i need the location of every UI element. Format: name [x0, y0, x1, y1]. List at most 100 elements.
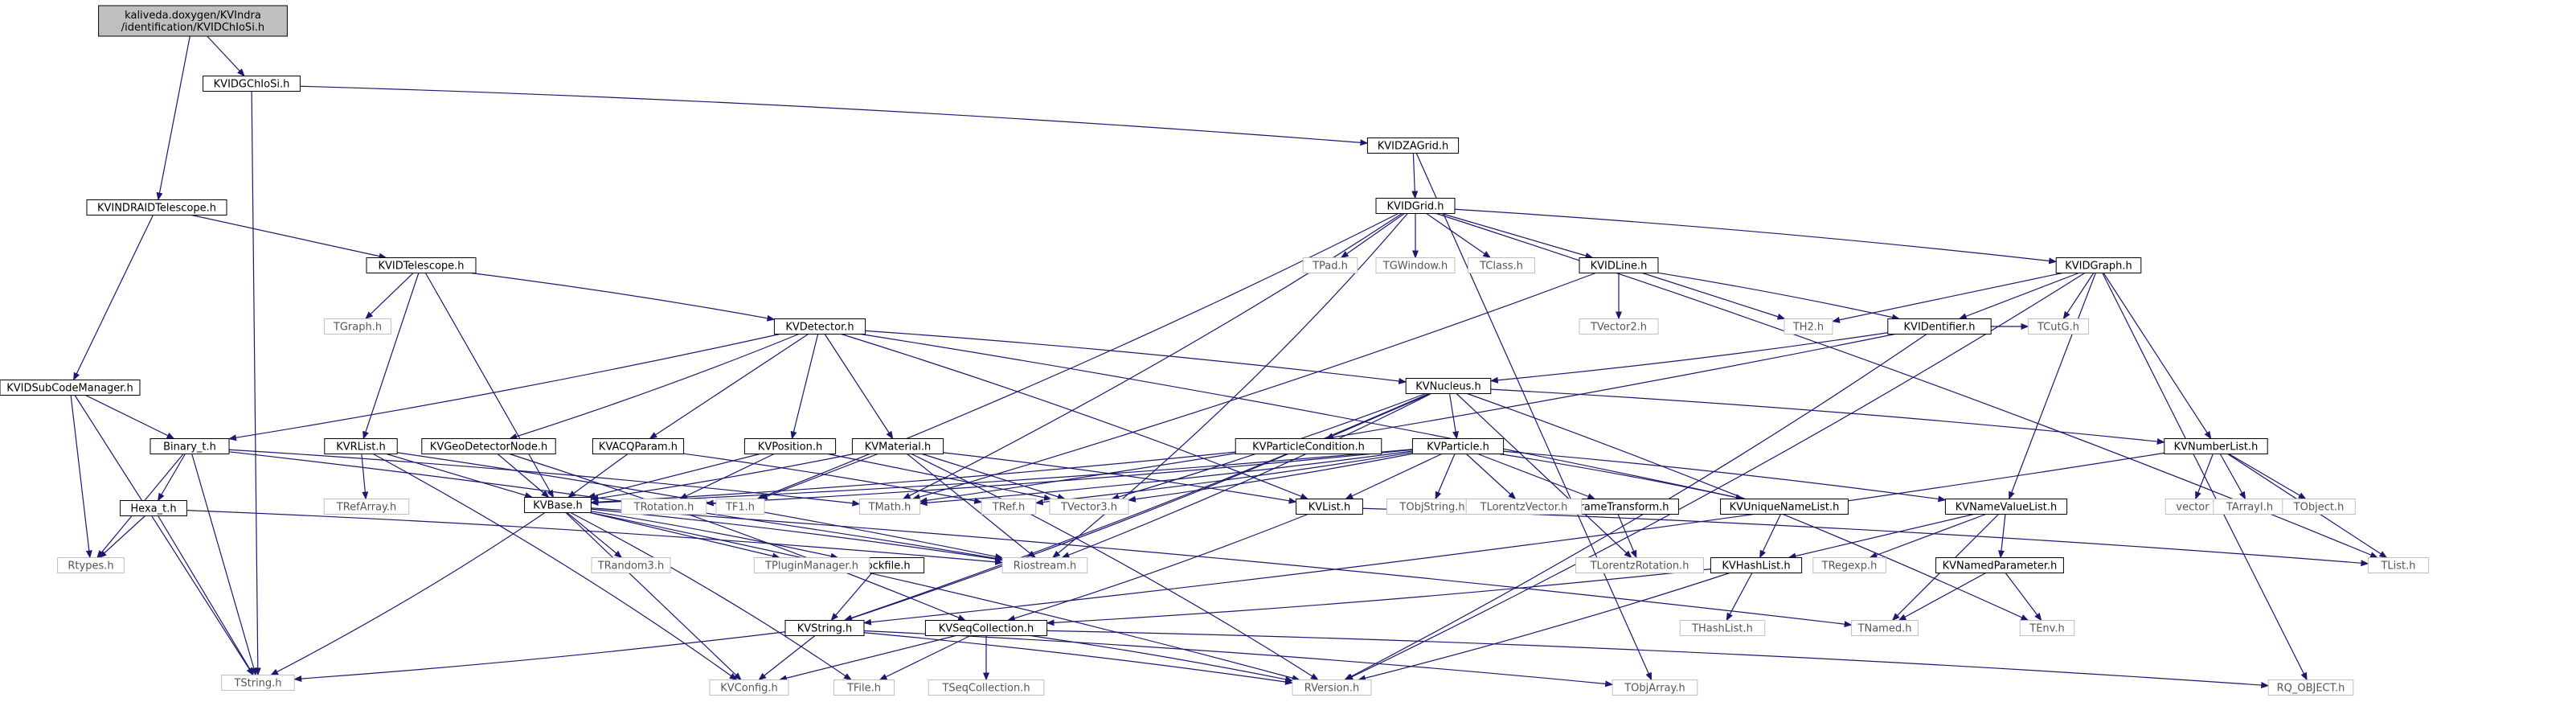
edge-kvhashlist-to-kvseqcollection — [1046, 569, 1711, 626]
node-kvidsubcodemanager[interactable]: KVIDSubCodeManager.h — [0, 380, 141, 396]
node-tpad[interactable]: TPad.h — [1302, 257, 1358, 273]
node-kvidgrid[interactable]: KVIDGrid.h — [1375, 198, 1456, 214]
edge-kvlockfile-to-kvstring — [830, 573, 873, 622]
node-label: TArrayI.h — [2226, 502, 2273, 514]
node-tref[interactable]: TRef.h — [981, 499, 1037, 515]
node-kvhashlist[interactable]: KVHashList.h — [1710, 557, 1803, 573]
node-box — [203, 76, 301, 92]
node-kvidgchiosi[interactable]: KVIDGChIoSi.h — [203, 76, 301, 92]
edge-kvseqcollection-to-kvconfig — [778, 634, 956, 682]
node-tnamed[interactable]: TNamed.h — [1851, 620, 1919, 636]
node-label: KVString.h — [797, 623, 853, 635]
node-tgwindow[interactable]: TGWindow.h — [1375, 257, 1456, 273]
node-label: TH2.h — [1792, 322, 1824, 334]
node-kvidline[interactable]: KVIDLine.h — [1579, 257, 1659, 273]
node-kvparticlecondition[interactable]: KVParticleCondition.h — [1235, 438, 1382, 454]
node-label: TString.h — [233, 678, 281, 690]
node-tfile[interactable]: TFile.h — [833, 679, 895, 696]
node-thashlist[interactable]: THashList.h — [1679, 620, 1766, 636]
node-tmath[interactable]: TMath.h — [858, 499, 921, 515]
node-kvnucleus[interactable]: KVNucleus.h — [1405, 378, 1492, 394]
node-rq-object[interactable]: RQ_OBJECT.h — [2267, 679, 2354, 696]
node-tregexp[interactable]: TRegexp.h — [1812, 557, 1886, 573]
node-kvstring[interactable]: KVString.h — [784, 620, 865, 636]
edge-kvparticle-to-kvlist — [1345, 453, 1442, 500]
node-kvgeodetectornode[interactable]: KVGeoDetectorNode.h — [421, 438, 556, 454]
node-tobjarray[interactable]: TObjArray.h — [1612, 679, 1698, 696]
node-kvidzagrid[interactable]: KVIDZAGrid.h — [1366, 138, 1460, 154]
node-kvseqcollection[interactable]: KVSeqCollection.h — [924, 620, 1048, 636]
node-rtypes[interactable]: Rtypes.h — [57, 557, 125, 573]
node-kvparticle[interactable]: KVParticle.h — [1411, 438, 1505, 454]
node-tobjstring[interactable]: TObjString.h — [1386, 499, 1479, 515]
node-tobject[interactable]: TObject.h — [2282, 499, 2356, 515]
node-box — [1710, 557, 1803, 573]
node-label: TRegexp.h — [1821, 560, 1878, 573]
edge-kvidgraph-to-kvnamevaluelist — [2009, 273, 2096, 500]
node-kvidtelescope[interactable]: KVIDTelescope.h — [366, 257, 477, 273]
node-kvnumberlist[interactable]: KVNumberList.h — [2164, 438, 2268, 454]
node-kvacqparam[interactable]: KVACQParam.h — [592, 438, 685, 454]
node-binary-t[interactable]: Binary_t.h — [149, 438, 230, 454]
node-tstring[interactable]: TString.h — [221, 675, 295, 691]
node-kvlist[interactable]: KVList.h — [1296, 499, 1363, 515]
node-tcutg[interactable]: TCutG.h — [2027, 318, 2090, 335]
node-kvdetector[interactable]: KVDetector.h — [773, 318, 866, 335]
node-hexa-t[interactable]: Hexa_t.h — [120, 500, 187, 516]
edge-kvmaterial-to-kvlist — [943, 452, 1297, 504]
node-th2[interactable]: TH2.h — [1784, 318, 1833, 335]
node-label: KVNameValueList.h — [1956, 502, 2058, 514]
node-tf1[interactable]: TF1.h — [715, 499, 765, 515]
node-tlist[interactable]: TList.h — [2367, 557, 2430, 573]
edge-kvidzagrid-to-tobjarray — [1415, 153, 1652, 681]
node-label: TList.h — [2380, 560, 2415, 573]
node-kvrlist[interactable]: KVRList.h — [324, 438, 398, 454]
node-kvidentifier[interactable]: KVIDentifier.h — [1887, 318, 1992, 335]
node-tenv[interactable]: TEnv.h — [2019, 620, 2075, 636]
node-tpluginmanager[interactable]: TPluginManager.h — [753, 557, 870, 573]
node-box — [1720, 499, 1849, 515]
node-tvector3[interactable]: TVector3.h — [1049, 499, 1129, 515]
node-label: KVNumberList.h — [2174, 441, 2259, 454]
node-vector[interactable]: vector — [2164, 499, 2221, 515]
node-tlorentzvector[interactable]: TLorentzVector.h — [1465, 499, 1583, 515]
node-rversion[interactable]: RVersion.h — [1292, 679, 1372, 696]
node-kvbase[interactable]: KVBase.h — [524, 497, 592, 513]
edge-kvidgrid-to-kvidgraph — [1454, 208, 2058, 265]
node-kvidgraph[interactable]: KVIDGraph.h — [2055, 257, 2142, 273]
edge-kvnamedparameter-to-tenv — [2005, 573, 2042, 622]
node-box — [851, 438, 944, 454]
node-riostream[interactable]: Riostream.h — [1001, 557, 1088, 573]
node-kvnamedparameter[interactable]: KVNamedParameter.h — [1935, 557, 2064, 573]
node-label: KVNucleus.h — [1415, 381, 1481, 393]
edge-binary-t-to-tstring — [191, 454, 257, 676]
node-kvindraidtelescope[interactable]: KVINDRAIDTelescope.h — [86, 199, 227, 216]
node-kvuniquenamelist[interactable]: KVUniqueNameList.h — [1720, 499, 1849, 515]
edge-kvparticle-to-trotation — [705, 449, 1413, 507]
node-tarrayi[interactable]: TArrayI.h — [2213, 499, 2287, 515]
node-kvframetransform[interactable]: KVFrameTransform.h — [1550, 499, 1679, 515]
edge-kvposition-to-trotation — [678, 453, 775, 500]
node-tvector2[interactable]: TVector2.h — [1579, 318, 1659, 335]
edge-kvidgchiosi-to-kvidzagrid — [300, 85, 1369, 146]
edge-kvposition-to-kvbase — [587, 453, 760, 499]
node-trandom3[interactable]: TRandom3.h — [591, 557, 671, 573]
edge-kvbase-to-rversion — [590, 511, 1300, 682]
node-box — [1405, 378, 1492, 394]
node-trefarray[interactable]: TRefArray.h — [323, 499, 410, 515]
edge-kvparticle-to-kvnamevaluelist — [1503, 450, 1947, 503]
edge-kvlist-to-tlist — [1362, 507, 2369, 567]
node-box — [1579, 257, 1659, 273]
node-tseqcollection[interactable]: TSeqCollection.h — [928, 679, 1045, 696]
edge-kvdetector-to-kvgeodetectornode — [509, 333, 799, 440]
node-trotation[interactable]: TRotation.h — [620, 499, 707, 515]
node-kvnamevaluelist[interactable]: KVNameValueList.h — [1944, 499, 2068, 515]
node-tlorentzrotation[interactable]: TLorentzRotation.h — [1575, 557, 1704, 573]
node-kvconfig[interactable]: KVConfig.h — [709, 679, 789, 696]
node-kvposition[interactable]: KVPosition.h — [743, 438, 837, 454]
node-kvmaterial[interactable]: KVMaterial.h — [851, 438, 944, 454]
node-tgraph[interactable]: TGraph.h — [324, 318, 391, 335]
edge-root-to-kvindraidtelescope — [156, 35, 190, 201]
node-label: TMath.h — [868, 502, 911, 514]
node-tclass[interactable]: TClass.h — [1468, 257, 1535, 273]
